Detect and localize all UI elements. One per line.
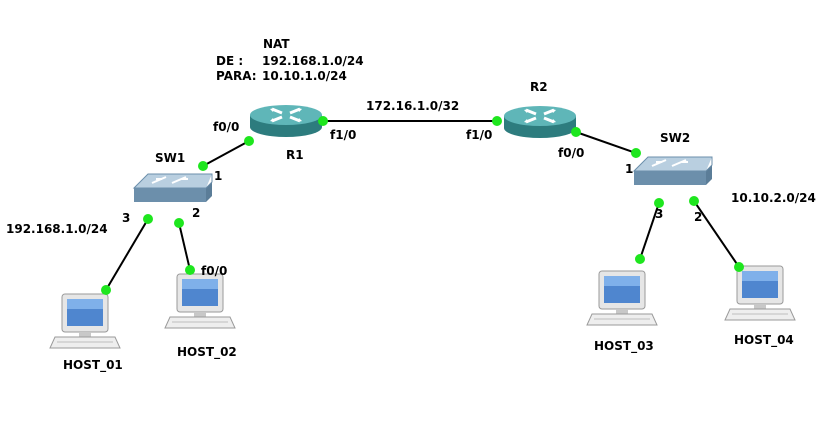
switch-sw1-icon[interactable] xyxy=(133,173,213,203)
port-dot-sw1-p2 xyxy=(174,218,184,228)
host01-computer-icon[interactable] xyxy=(49,293,121,349)
nat-para-label: PARA: xyxy=(216,69,257,83)
r1-label: R1 xyxy=(286,148,304,162)
port-dot-host03 xyxy=(635,254,645,264)
sw1-p1-port-label: 1 xyxy=(214,169,222,183)
nat-para-value: 10.10.1.0/24 xyxy=(262,69,347,83)
nat-de-label: DE : xyxy=(216,54,243,68)
nat-title: NAT xyxy=(263,37,290,51)
switch-sw2-icon[interactable] xyxy=(633,156,713,186)
port-dot-sw2-p2 xyxy=(689,196,699,206)
nat-de-value: 192.168.1.0/24 xyxy=(262,54,364,68)
r1-f10-port-label: f1/0 xyxy=(330,128,356,142)
router-r2-icon[interactable] xyxy=(502,104,578,140)
sw1-p3-port-label: 3 xyxy=(122,211,130,225)
lan-right-network-label: 10.10.2.0/24 xyxy=(731,191,816,205)
port-dot-r1-f10 xyxy=(318,116,328,126)
sw2-p3-port-label: 3 xyxy=(655,207,663,221)
host02-label: HOST_02 xyxy=(177,345,237,360)
host04-computer-icon[interactable] xyxy=(724,265,796,321)
port-dot-host01 xyxy=(101,285,111,295)
port-dot-r1-f00 xyxy=(244,136,254,146)
r2-f10-port-label: f1/0 xyxy=(466,128,492,142)
port-dot-r2-f10 xyxy=(492,116,502,126)
host02-computer-icon[interactable] xyxy=(164,273,236,329)
link-sw1-host01 xyxy=(105,218,149,291)
port-dot-r2-f00 xyxy=(571,127,581,137)
port-dot-sw1-p3 xyxy=(143,214,153,224)
port-dot-sw2-p3 xyxy=(654,198,664,208)
link-sw1-host02 xyxy=(178,222,191,271)
sw1-label: SW1 xyxy=(155,151,185,165)
wan-network-label: 172.16.1.0/32 xyxy=(366,99,459,113)
r1-f00-port-label: f0/0 xyxy=(213,120,239,134)
link-r1-sw1 xyxy=(202,140,250,167)
port-dot-host02 xyxy=(185,265,195,275)
router-r1-icon[interactable] xyxy=(248,103,324,139)
link-sw2-host03 xyxy=(639,202,660,260)
host03-label: HOST_03 xyxy=(594,339,654,354)
link-r2-sw2 xyxy=(575,131,637,154)
r2-f00-port-label: f0/0 xyxy=(558,146,584,160)
port-dot-sw1-p1 xyxy=(198,161,208,171)
host02-f00-port-label: f0/0 xyxy=(201,264,227,278)
sw2-label: SW2 xyxy=(660,131,690,145)
sw1-p2-port-label: 2 xyxy=(192,206,200,220)
host01-label: HOST_01 xyxy=(63,358,123,373)
sw2-p2-port-label: 2 xyxy=(694,210,702,224)
link-sw2-host04 xyxy=(693,200,740,268)
host03-computer-icon[interactable] xyxy=(586,270,658,326)
sw2-p1-port-label: 1 xyxy=(625,162,633,176)
lan-left-network-label: 192.168.1.0/24 xyxy=(6,222,108,236)
r2-label: R2 xyxy=(530,80,548,94)
port-dot-sw2-p1 xyxy=(631,148,641,158)
host04-label: HOST_04 xyxy=(734,333,794,348)
port-dot-host04 xyxy=(734,262,744,272)
